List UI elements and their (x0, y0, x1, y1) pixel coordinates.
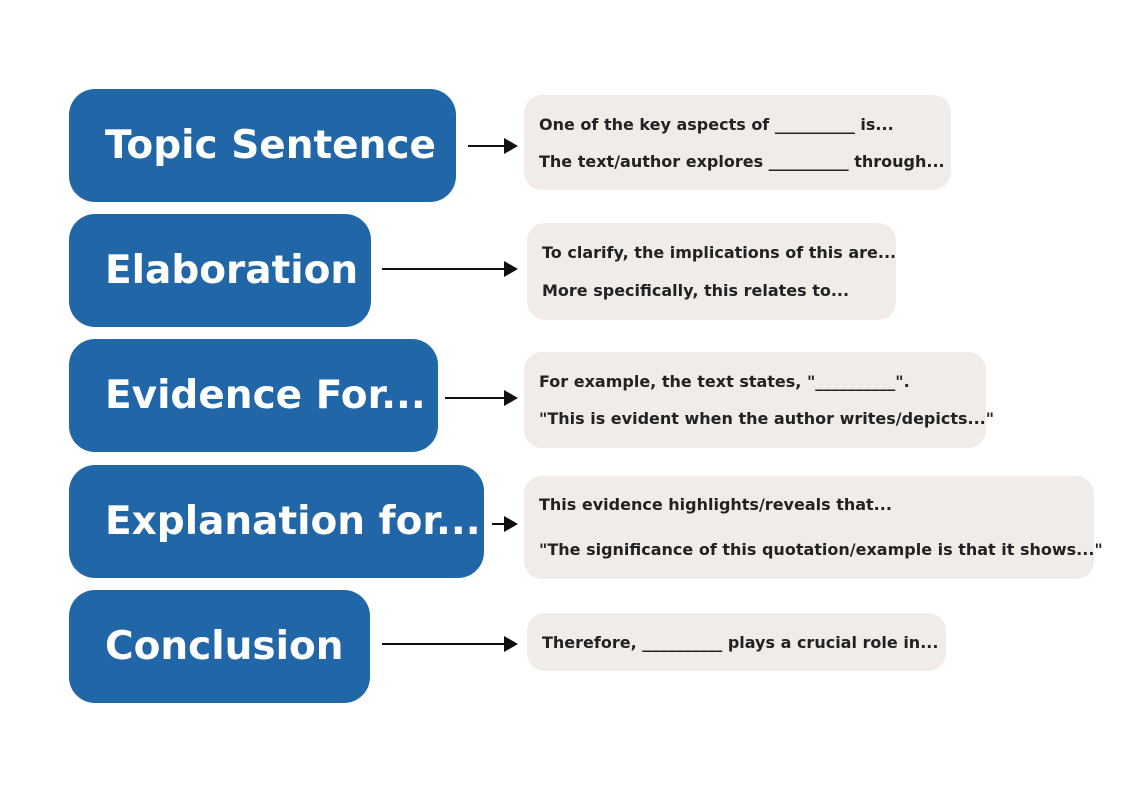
stage-pill-evidence-for: Evidence For... (69, 339, 438, 452)
sentence-starter: One of the key aspects of __________ is.… (539, 115, 894, 134)
stage-label: Evidence For... (105, 373, 426, 418)
sentence-starter: "The significance of this quotation/exam… (539, 540, 1103, 559)
stage-pill-elaboration: Elaboration (69, 214, 371, 327)
stage-pill-topic-sentence: Topic Sentence (69, 89, 456, 202)
sentence-starter: More specifically, this relates to... (542, 281, 850, 300)
stage-pill-explanation-for: Explanation for... (69, 465, 484, 578)
sentence-starter: This evidence highlights/reveals that... (539, 495, 892, 514)
sentence-starters-elaboration: To clarify, the implications of this are… (527, 223, 896, 320)
sentence-starter: For example, the text states, "_________… (539, 372, 910, 391)
arrow-right-icon (468, 138, 518, 154)
sentence-starter: "This is evident when the author writes/… (539, 409, 995, 428)
stage-label: Conclusion (105, 624, 344, 669)
sentence-starter: To clarify, the implications of this are… (542, 243, 897, 262)
sentence-starter: Therefore, __________ plays a crucial ro… (542, 633, 939, 652)
sentence-starters-evidence-for: For example, the text states, "_________… (524, 352, 994, 448)
stage-label: Elaboration (105, 248, 359, 293)
sentence-starter: The text/author explores __________ thro… (539, 152, 945, 171)
stage-label: Explanation for... (105, 499, 481, 544)
sentence-starters-conclusion: Therefore, __________ plays a crucial ro… (527, 613, 946, 671)
stage-label: Topic Sentence (105, 123, 436, 168)
sentence-starters-explanation-for: This evidence highlights/reveals that...… (524, 476, 1103, 579)
arrow-right-icon (492, 516, 518, 532)
arrow-right-icon (382, 636, 518, 652)
arrow-right-icon (445, 390, 518, 406)
sentence-starters-topic-sentence: One of the key aspects of __________ is.… (524, 95, 951, 190)
stage-pill-conclusion: Conclusion (69, 590, 370, 703)
arrow-right-icon (382, 261, 518, 277)
